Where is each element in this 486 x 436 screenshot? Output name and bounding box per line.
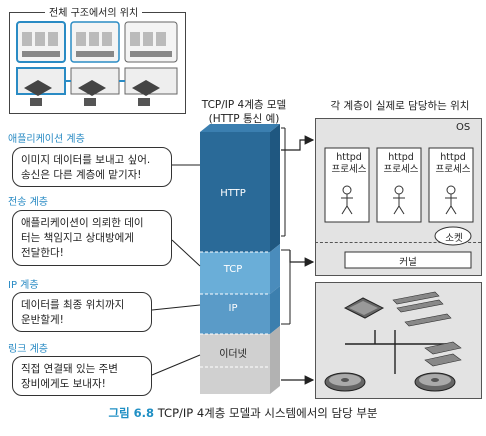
- stack-title-line2: (HTTP 통신 예): [208, 113, 280, 125]
- bubble-ip: 데이터를 최종 위치까지 운반할게!: [12, 292, 152, 332]
- layer-http: HTTP: [220, 188, 246, 199]
- hardware-illustration: [324, 291, 462, 392]
- process-2-type: 프로세스: [383, 164, 419, 175]
- figure-number: 그림 6.8: [108, 406, 155, 420]
- stack-title: TCP/IP 4계층 모델 (HTTP 통신 예): [184, 98, 304, 126]
- process-3-type: 프로세스: [435, 164, 471, 175]
- process-1: httpd 프로세스: [326, 152, 372, 176]
- bubble-ip-line2: 운반할게!: [21, 314, 64, 326]
- label-transport-layer: 전송 계층: [8, 197, 48, 208]
- layer-ip: IP: [228, 303, 238, 314]
- bubble-application-line2: 송신은 다른 계층에 맡기자!: [21, 169, 142, 181]
- process-1-name: httpd: [336, 152, 362, 163]
- bubble-application-line1: 이미지 데이터를 보내고 싶어.: [21, 154, 151, 166]
- bubble-transport-line1: 애플리케이션이 의뢰한 데이: [21, 217, 144, 229]
- bubble-transport-line3: 전달한다!: [21, 247, 64, 259]
- overview-title: 전체 구조에서의 위치: [45, 4, 143, 19]
- layer-tcp: TCP: [223, 264, 243, 275]
- process-3-name: httpd: [440, 152, 466, 163]
- bubble-link: 직접 연결돼 있는 주변 장비에게도 보내자!: [12, 356, 152, 396]
- process-1-type: 프로세스: [331, 164, 367, 175]
- bubble-ip-line1: 데이터를 최종 위치까지: [21, 299, 125, 311]
- label-link-layer: 링크 계층: [8, 344, 48, 355]
- figure-caption: 그림 6.8 TCP/IP 4계층 모델과 시스템에서의 담당 부분: [0, 405, 486, 421]
- layer-stack: [200, 124, 280, 394]
- socket-label: 소켓: [445, 233, 463, 244]
- process-2: httpd 프로세스: [378, 152, 424, 176]
- bubble-application: 이미지 데이터를 보내고 싶어. 송신은 다른 계층에 맡기자!: [12, 147, 172, 187]
- layer-ethernet: 이더넷: [219, 349, 247, 360]
- bubble-transport: 애플리케이션이 의뢰한 데이 터는 책임지고 상대방에게 전달한다!: [12, 210, 172, 266]
- label-application-layer: 애플리케이션 계층: [8, 134, 85, 145]
- label-ip-layer: IP 계층: [8, 280, 39, 291]
- bubble-link-line2: 장비에게도 보내자!: [21, 378, 106, 390]
- process-2-name: httpd: [388, 152, 414, 163]
- os-internals: [324, 147, 474, 269]
- os-divider: [315, 242, 481, 243]
- kernel-label: 커널: [399, 257, 417, 268]
- process-3: httpd 프로세스: [430, 152, 476, 176]
- os-panel-title: 각 계층이 실제로 담당하는 위치: [330, 100, 470, 112]
- bubble-transport-line2: 터는 책임지고 상대방에게: [21, 232, 134, 244]
- os-label: OS: [456, 122, 471, 133]
- stack-title-line1: TCP/IP 4계층 모델: [201, 99, 287, 111]
- bubble-link-line1: 직접 연결돼 있는 주변: [21, 363, 118, 375]
- figure-caption-text: TCP/IP 4계층 모델과 시스템에서의 담당 부분: [157, 406, 378, 420]
- overview-thumbnail: [16, 21, 178, 106]
